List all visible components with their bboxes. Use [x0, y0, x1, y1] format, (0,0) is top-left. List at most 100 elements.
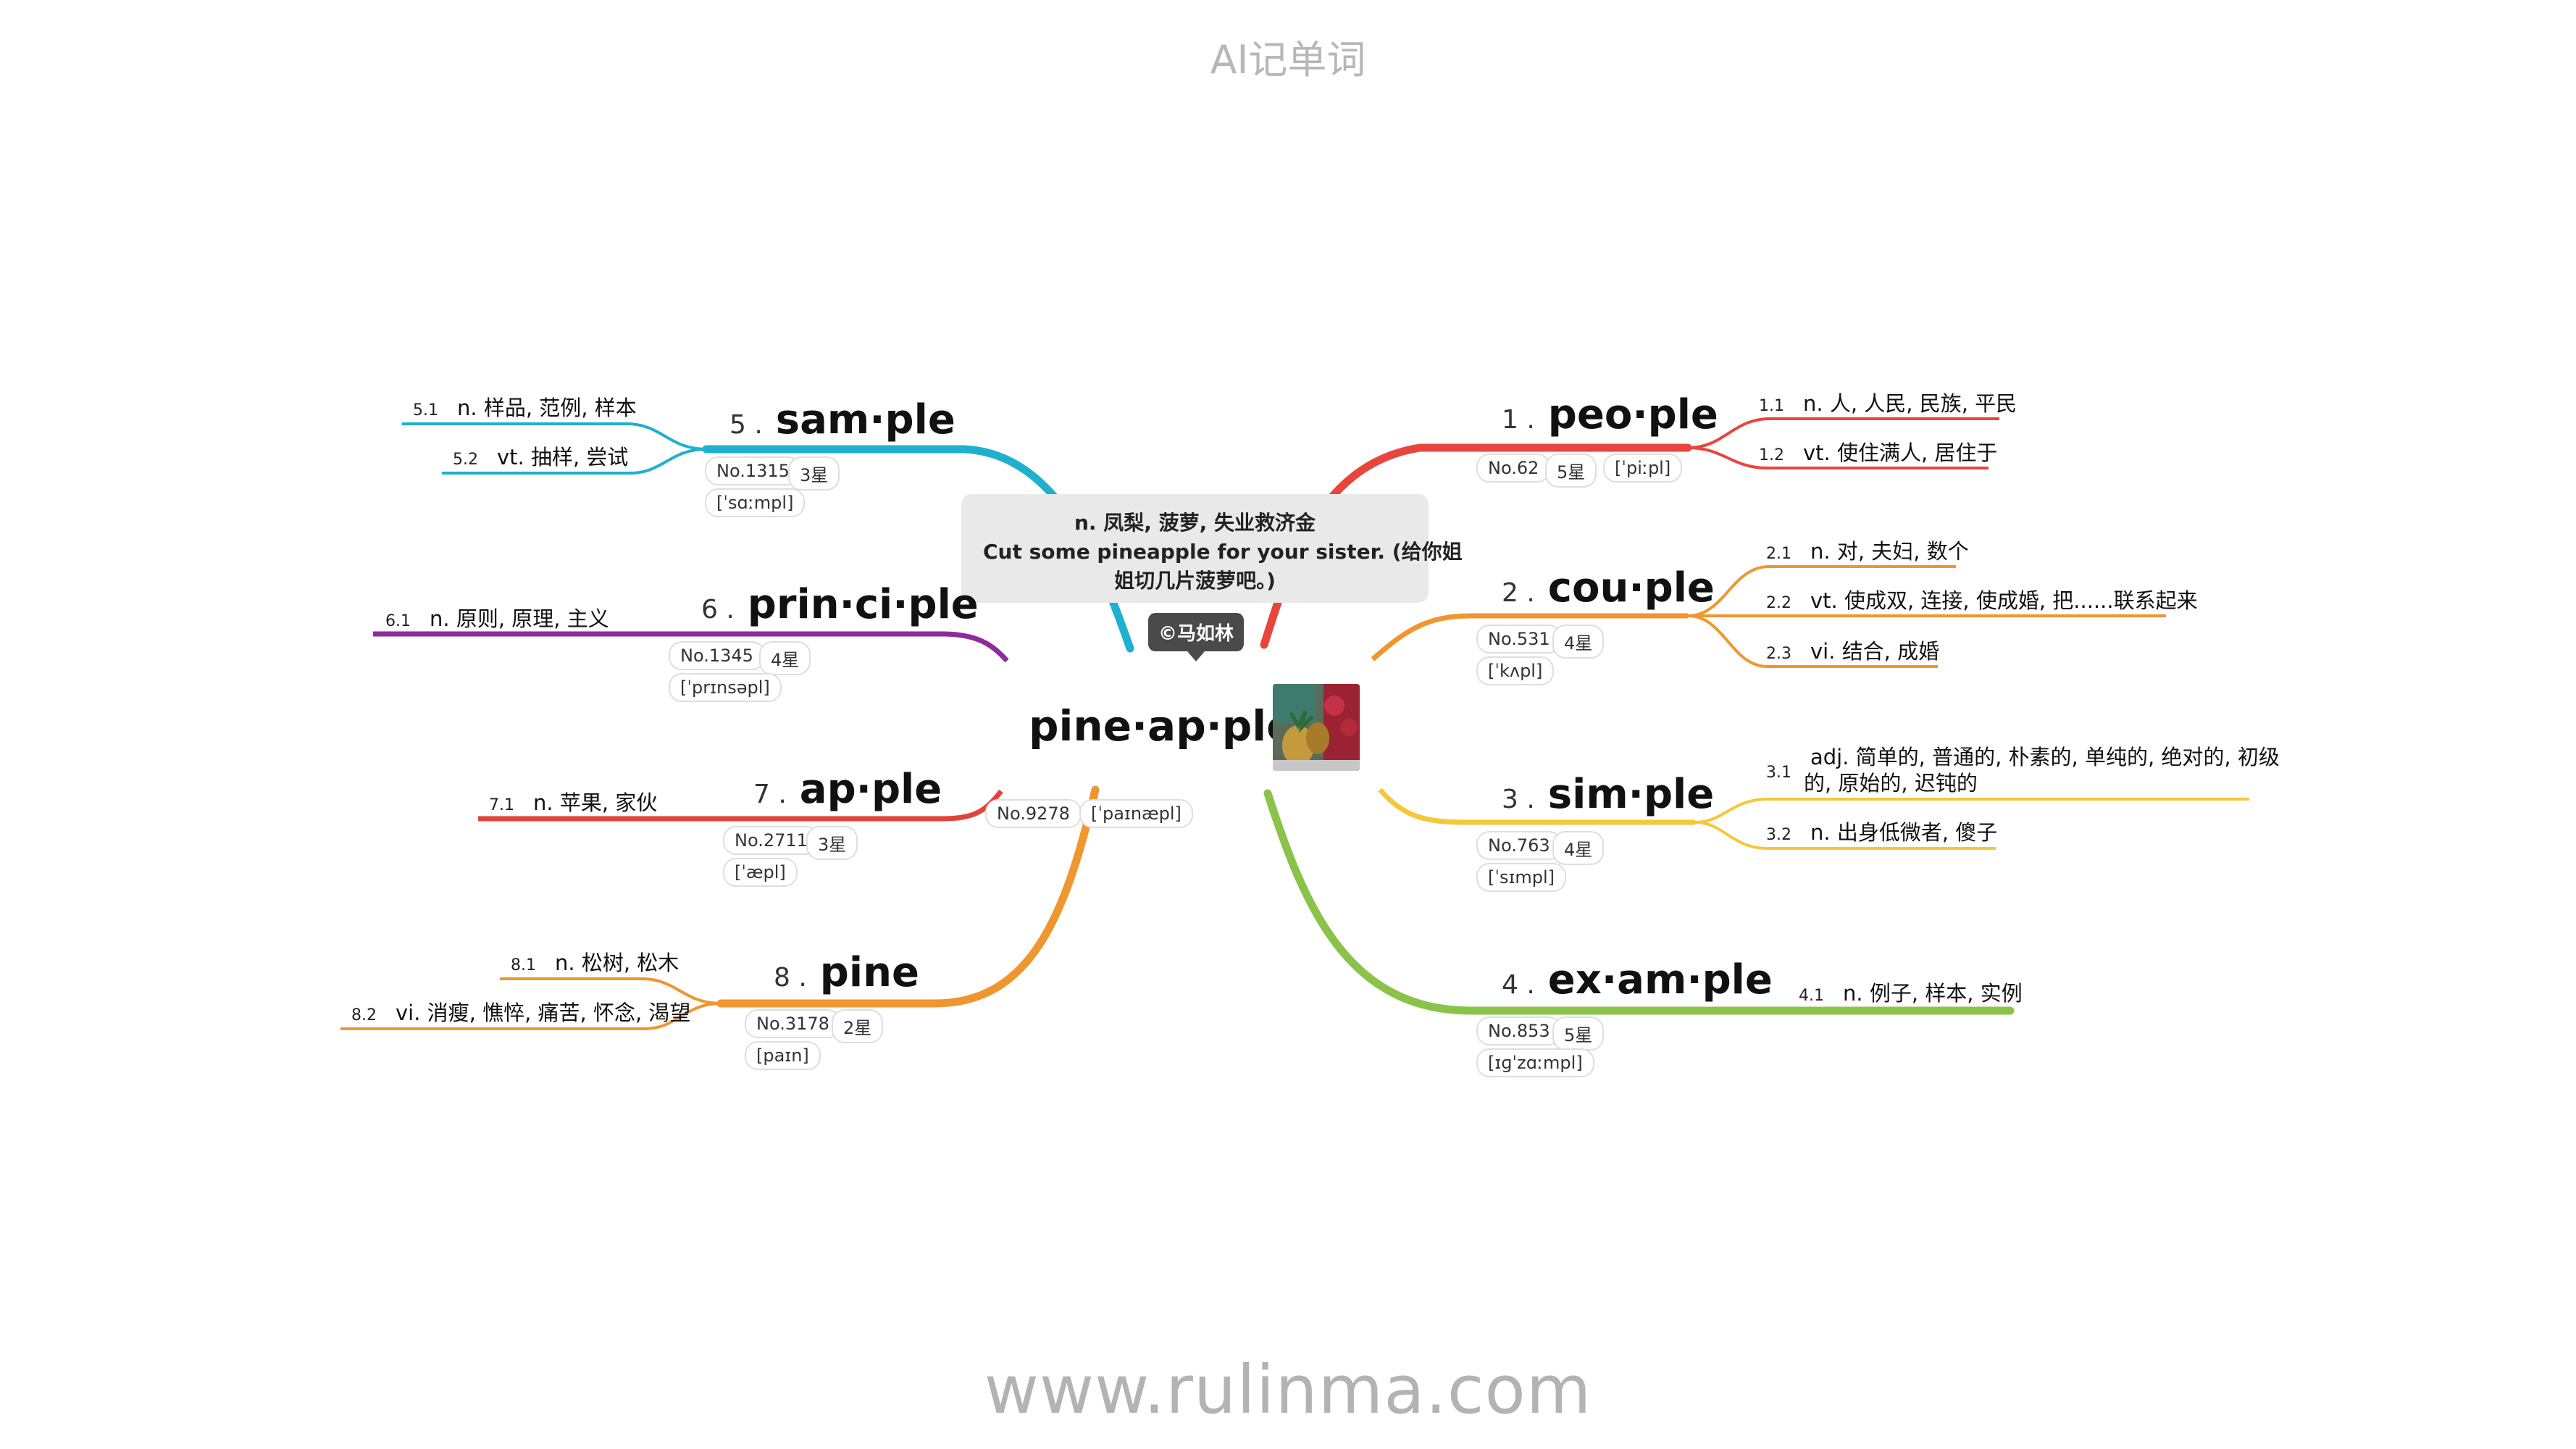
center-number-tag: No.9278	[985, 799, 1082, 828]
branch-3-number: 3 .	[1502, 785, 1535, 814]
branch-3-word: sim·ple	[1547, 771, 1715, 818]
branch-1-word: peo·ple	[1547, 391, 1718, 438]
def-2-1-num: 2.1	[1766, 545, 1791, 563]
branch-7-number: 7 .	[753, 780, 787, 809]
def-3-2-num: 3.2	[1766, 826, 1791, 844]
def-4-1-text: n. 例子, 样本, 实例	[1843, 981, 2023, 1006]
def-2-2-num: 2.2	[1766, 594, 1791, 612]
def-1-2-num: 1.2	[1759, 446, 1784, 464]
branch-2-word: cou·ple	[1547, 564, 1715, 611]
branch-4-stars-tag: 5星	[1552, 1016, 1605, 1051]
def-8-1-line	[500, 977, 722, 1005]
branch-2-phonetic-tag: [ˈkʌpl]	[1476, 656, 1555, 685]
author-badge: ©马如林	[1148, 613, 1245, 661]
center-word[interactable]: pine·ap·ple	[1029, 701, 1295, 751]
branch-6-word: prin·ci·ple	[747, 581, 979, 628]
def-3-1-text: adj. 简单的, 普通的, 朴素的, 单纯的, 绝对的, 初级	[1810, 745, 2280, 769]
definition-tooltip: n. 凤梨, 菠萝, 失业救济金 Cut some pineapple for …	[961, 494, 1463, 603]
branch-8-title[interactable]: 8 . pine	[774, 949, 919, 996]
branch-7-title[interactable]: 7 .ap·ple	[753, 766, 942, 813]
branch-5-stars-tag: 3星	[788, 456, 840, 490]
branch-7-stars-tag: 3星	[806, 826, 858, 860]
branch-1-number: 1 .	[1502, 405, 1535, 435]
branch-4-number: 4 .	[1502, 970, 1535, 1000]
def-3-2-line	[1694, 821, 1996, 850]
def-5-1-num: 5.1	[413, 401, 438, 419]
branch-1-stars-tag: 5星	[1545, 454, 1597, 488]
branch-8-number-tag: No.3178	[745, 1009, 841, 1038]
branch-5-number: 5 .	[729, 410, 763, 440]
branch-7-line	[478, 789, 1003, 822]
def-1-1-text: n. 人, 人民, 民族, 平民	[1803, 391, 2017, 416]
def-8-1[interactable]: 8.1 n. 松树, 松木	[511, 946, 679, 977]
def-1-2-text: vt. 使住满人, 居住于	[1803, 440, 1998, 465]
def-2-2-text: vt. 使成双, 连接, 使成婚, 把......联系起来	[1810, 588, 2198, 613]
branch-2-stars-tag: 4星	[1552, 625, 1605, 659]
branch-4-title[interactable]: 4 . ex·am·ple	[1502, 956, 1773, 1003]
def-1-1-line	[1687, 417, 1999, 449]
def-5-2[interactable]: 5.2 vt. 抽样, 尝试	[453, 440, 628, 471]
def-8-1-text: n. 松树, 松木	[555, 951, 679, 975]
branch-6-line	[373, 631, 1009, 663]
def-8-2-line	[340, 1002, 722, 1030]
branch-7-number-tag: No.2711	[723, 826, 819, 855]
def-1-2-line	[1687, 446, 1989, 469]
branch-8-number: 8 .	[774, 963, 807, 993]
branch-3-number-tag: No.763	[1476, 831, 1562, 860]
def-2-3-line	[1687, 614, 1938, 668]
pineapple-photo-icon	[1273, 684, 1360, 771]
branch-2-number-tag: No.531	[1476, 625, 1562, 653]
branch-6-phonetic-tag: [ˈprɪnsəpl]	[669, 673, 782, 702]
branch-2-line	[1371, 613, 1688, 661]
def-5-2-num: 5.2	[453, 451, 478, 469]
tooltip-example-line1: Cut some pineapple for your sister. (给你姐	[983, 540, 1463, 564]
def-6-1-text: n. 原则, 原理, 主义	[430, 606, 609, 631]
branch-6-title[interactable]: 6 .prin·ci·ple	[701, 581, 979, 628]
branch-8-word: pine	[819, 949, 919, 996]
def-5-1-line	[402, 422, 707, 451]
branch-2-number: 2 .	[1502, 578, 1535, 608]
def-8-1-num: 8.1	[511, 956, 536, 974]
branch-5-number-tag: No.1315	[705, 456, 801, 485]
branch-4-word: ex·am·ple	[1547, 956, 1773, 1003]
def-7-1-num: 7.1	[489, 796, 514, 814]
def-8-2[interactable]: 8.2 vi. 消瘦, 憔悴, 痛苦, 怀念, 渴望	[351, 996, 690, 1027]
branch-3-title[interactable]: 3 . sim·ple	[1502, 771, 1714, 818]
def-8-2-text: vi. 消瘦, 憔悴, 痛苦, 怀念, 渴望	[396, 1001, 691, 1025]
def-3-1[interactable]: 3.1adj. 简单的, 普通的, 朴素的, 单纯的, 绝对的, 初级	[1766, 740, 2280, 782]
tooltip-definition: n. 凤梨, 菠萝, 失业救济金	[1074, 511, 1316, 535]
def-3-1-continued: 的, 原始的, 迟钝的	[1804, 771, 1978, 796]
def-2-3-text: vi. 结合, 成婚	[1810, 639, 1940, 664]
branch-8-stars-tag: 2星	[832, 1009, 884, 1043]
def-5-2-line	[442, 448, 707, 475]
branch-5-word: sam·ple	[775, 396, 955, 443]
branch-4-phonetic-tag: [ɪɡˈzɑːmpl]	[1476, 1048, 1594, 1077]
def-2-2[interactable]: 2.2 vt. 使成双, 连接, 使成婚, 把......联系起来	[1766, 584, 2198, 614]
app-title: AI记单词	[1210, 37, 1366, 83]
def-5-2-text: vt. 抽样, 尝试	[497, 445, 629, 469]
tooltip-example-line2: 姐切几片菠萝吧。)	[1114, 569, 1276, 593]
branch-4-line	[1263, 789, 2015, 1015]
branch-8-line	[716, 785, 1100, 1008]
def-2-3-num: 2.3	[1766, 645, 1791, 663]
website-watermark: www.rulinma.com	[984, 1351, 1592, 1429]
def-6-1[interactable]: 6.1 n. 原则, 原理, 主义	[385, 602, 609, 632]
def-3-1-line	[1694, 798, 2249, 824]
center-phonetic-tag: [ˈpaɪnæpl]	[1079, 799, 1193, 828]
branch-1-title[interactable]: 1 . peo·ple	[1502, 391, 1718, 438]
def-2-3[interactable]: 2.3 vi. 结合, 成婚	[1766, 635, 1939, 665]
branch-6-stars-tag: 4星	[759, 641, 811, 675]
def-1-2[interactable]: 1.2 vt. 使住满人, 居住于	[1759, 436, 1997, 467]
def-8-2-num: 8.2	[351, 1006, 377, 1024]
branch-2-title[interactable]: 2 . cou·ple	[1502, 564, 1715, 611]
branch-3-stars-tag: 4星	[1552, 831, 1605, 865]
def-6-1-num: 6.1	[385, 612, 411, 630]
branch-5-title[interactable]: 5 . sam·ple	[729, 396, 955, 443]
